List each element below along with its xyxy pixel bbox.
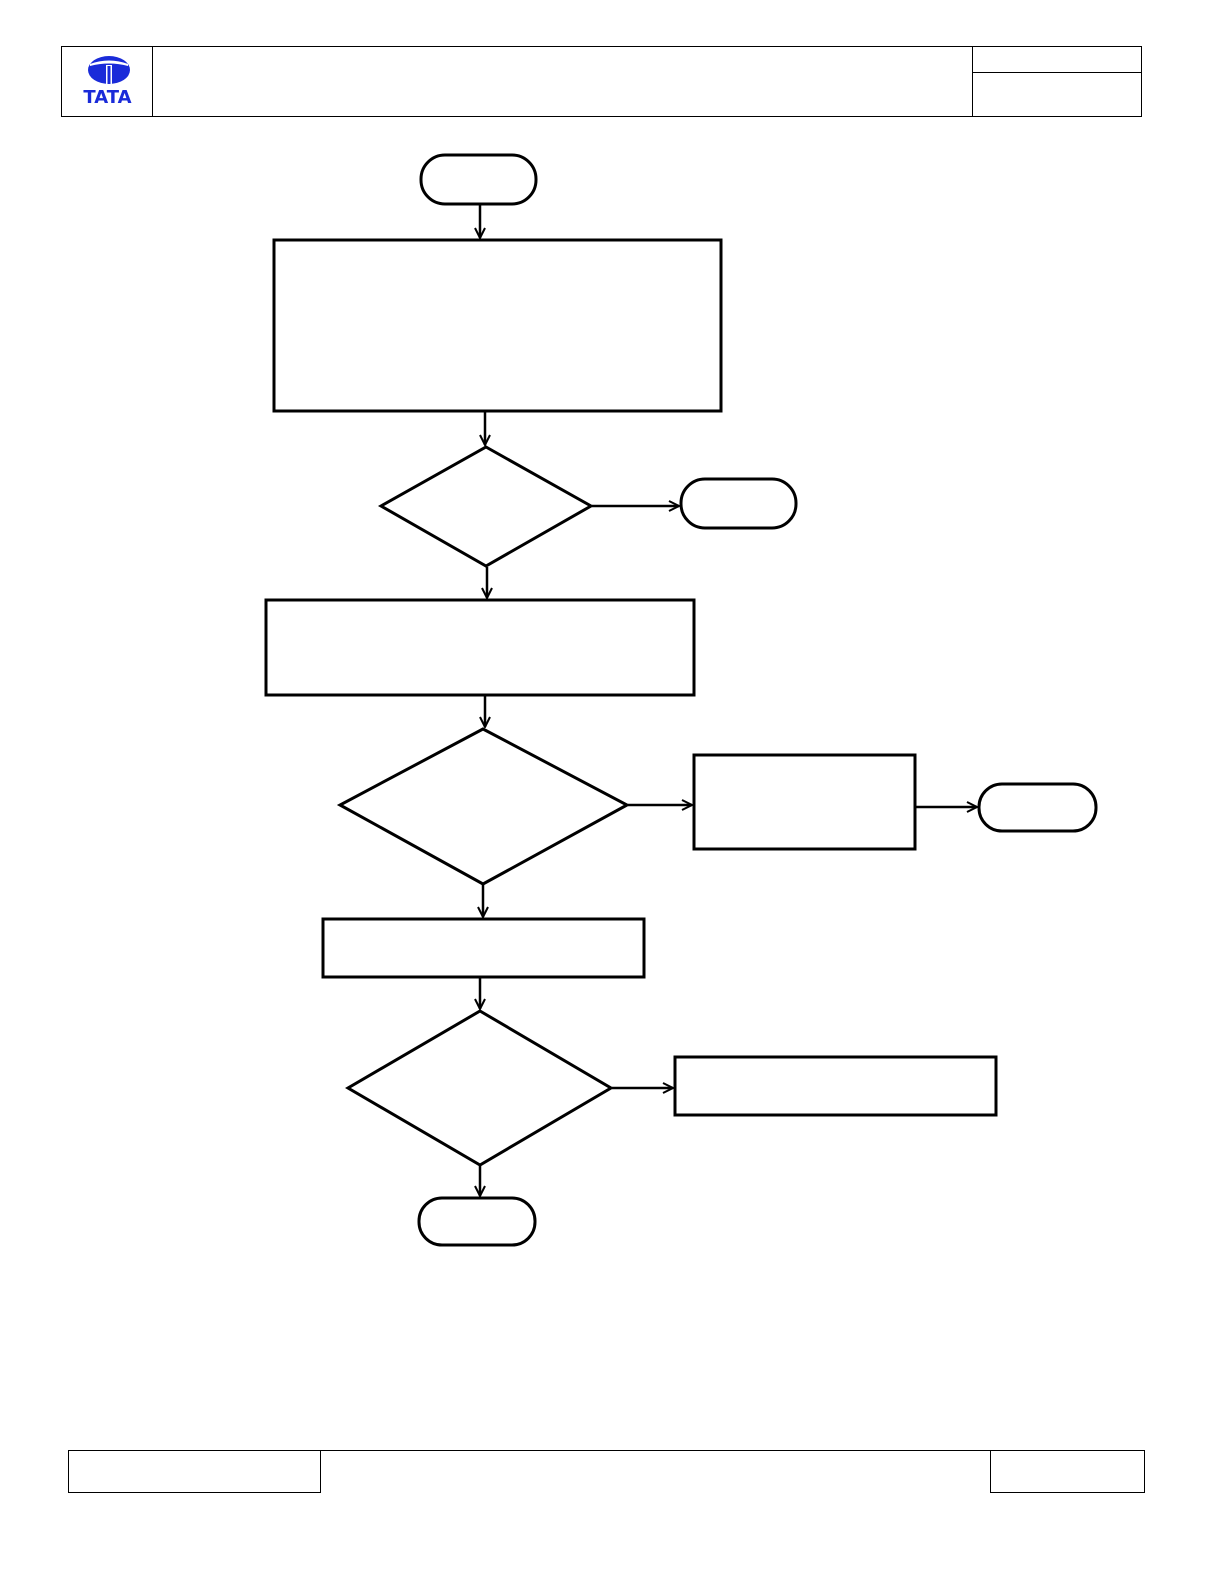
footer-left-cell: [68, 1450, 321, 1493]
logo-cell: TATA: [62, 47, 153, 116]
end-terminator-3: [417, 1196, 537, 1247]
footer-right-cell: [990, 1450, 1145, 1493]
process-box-2: [264, 598, 696, 697]
process-box-4: [321, 917, 646, 979]
logo-wordmark: TATA: [83, 87, 132, 108]
tata-logo-icon: [88, 56, 130, 85]
process-box-5: [673, 1055, 998, 1117]
header-title: [153, 47, 973, 116]
header-doc-code: [973, 47, 1141, 73]
decision-diamond-3: [345, 1009, 614, 1167]
end-terminator-2: [977, 782, 1098, 833]
header-table: TATA: [61, 46, 1142, 117]
process-box-1: [272, 238, 723, 413]
decision-diamond-1: [377, 445, 595, 568]
decision-diamond-2: [336, 727, 631, 886]
end-terminator-1: [679, 477, 798, 530]
start-terminator: [419, 153, 538, 206]
footer-center-rule: [320, 1450, 991, 1451]
process-box-3: [692, 753, 917, 851]
